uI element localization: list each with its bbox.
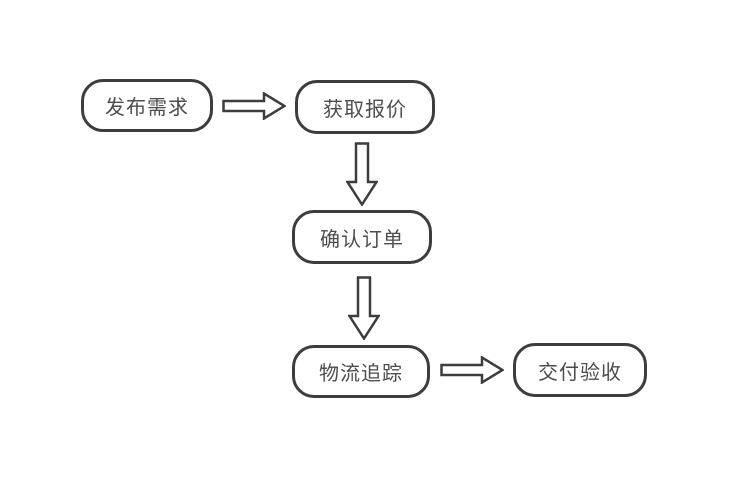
node-delivery-acceptance: 交付验收	[513, 343, 647, 397]
arrow-down-quote-to-confirm-icon	[346, 142, 378, 206]
node-delivery-acceptance-label: 交付验收	[538, 361, 622, 384]
node-get-quote: 获取报价	[295, 80, 435, 134]
arrow-down-shape	[346, 142, 378, 206]
arrow-down-shape	[348, 276, 380, 340]
node-confirm-order: 确认订单	[292, 210, 432, 264]
node-confirm-order-label: 确认订单	[320, 228, 404, 251]
node-get-quote-label: 获取报价	[323, 98, 407, 121]
arrow-right-publish-to-quote-icon	[222, 92, 286, 120]
arrow-right-shape	[222, 92, 286, 120]
arrow-right-shape	[440, 356, 504, 384]
arrow-right-tracking-to-acceptance-icon	[440, 356, 504, 384]
node-publish-demand-label: 发布需求	[105, 97, 189, 119]
node-logistics-tracking-label: 物流追踪	[319, 363, 403, 385]
arrow-down-confirm-to-tracking-icon	[348, 276, 380, 340]
node-publish-demand: 发布需求	[81, 79, 213, 132]
node-logistics-tracking: 物流追踪	[292, 345, 430, 398]
